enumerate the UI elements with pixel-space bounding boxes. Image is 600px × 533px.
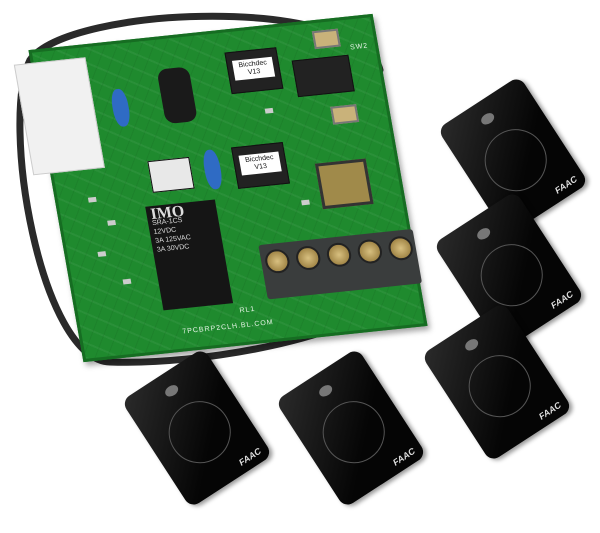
button-ring bbox=[472, 117, 559, 204]
led-icon bbox=[475, 225, 493, 242]
terminal-screw bbox=[262, 248, 291, 275]
smd-component bbox=[301, 199, 310, 206]
smd-component bbox=[264, 107, 274, 114]
button-ring bbox=[156, 389, 243, 476]
terminal-screw bbox=[355, 238, 384, 265]
led-icon bbox=[163, 382, 181, 399]
receiver-circuit-board: Bicchdec V13 Bicchdec V13 IMO SRA-1CS 12… bbox=[13, 13, 428, 363]
terminal-screw bbox=[293, 244, 322, 272]
ceramic-capacitor bbox=[201, 148, 225, 191]
silk-sw2: SW2 bbox=[349, 42, 369, 52]
ic-chip: Bicchdec V13 bbox=[230, 142, 291, 189]
terminal-screw bbox=[386, 235, 415, 262]
ic-chip bbox=[291, 54, 355, 98]
ceramic-capacitor bbox=[109, 88, 132, 128]
smd-component bbox=[107, 219, 116, 226]
crystal-oscillator bbox=[314, 158, 374, 210]
screw-terminal-block bbox=[258, 228, 423, 300]
button-ring bbox=[456, 343, 543, 430]
push-button bbox=[330, 104, 360, 125]
ic-chip: Bicchdec V13 bbox=[224, 47, 284, 95]
electrolytic-capacitor bbox=[156, 66, 198, 125]
push-button bbox=[311, 28, 341, 50]
smd-component bbox=[122, 278, 132, 285]
button-ring bbox=[468, 232, 555, 319]
button-ring bbox=[310, 389, 397, 476]
jumper-block bbox=[147, 156, 195, 193]
led-icon bbox=[479, 110, 497, 127]
smd-component bbox=[87, 196, 97, 203]
ic-label: Bicchdec V13 bbox=[238, 151, 282, 176]
smd-component bbox=[97, 251, 107, 257]
terminal-screw bbox=[324, 241, 353, 268]
silk-rl1: RL1 bbox=[238, 305, 256, 315]
board-part-number: 7PCBRP2CLH.BL.COM bbox=[181, 319, 275, 336]
ic-label: Bicchdec V13 bbox=[231, 56, 276, 81]
led-icon bbox=[463, 336, 481, 353]
led-icon bbox=[317, 382, 335, 399]
relay: IMO SRA-1CS 12VDC 3A 125VAC 3A 30VDC bbox=[145, 199, 234, 311]
